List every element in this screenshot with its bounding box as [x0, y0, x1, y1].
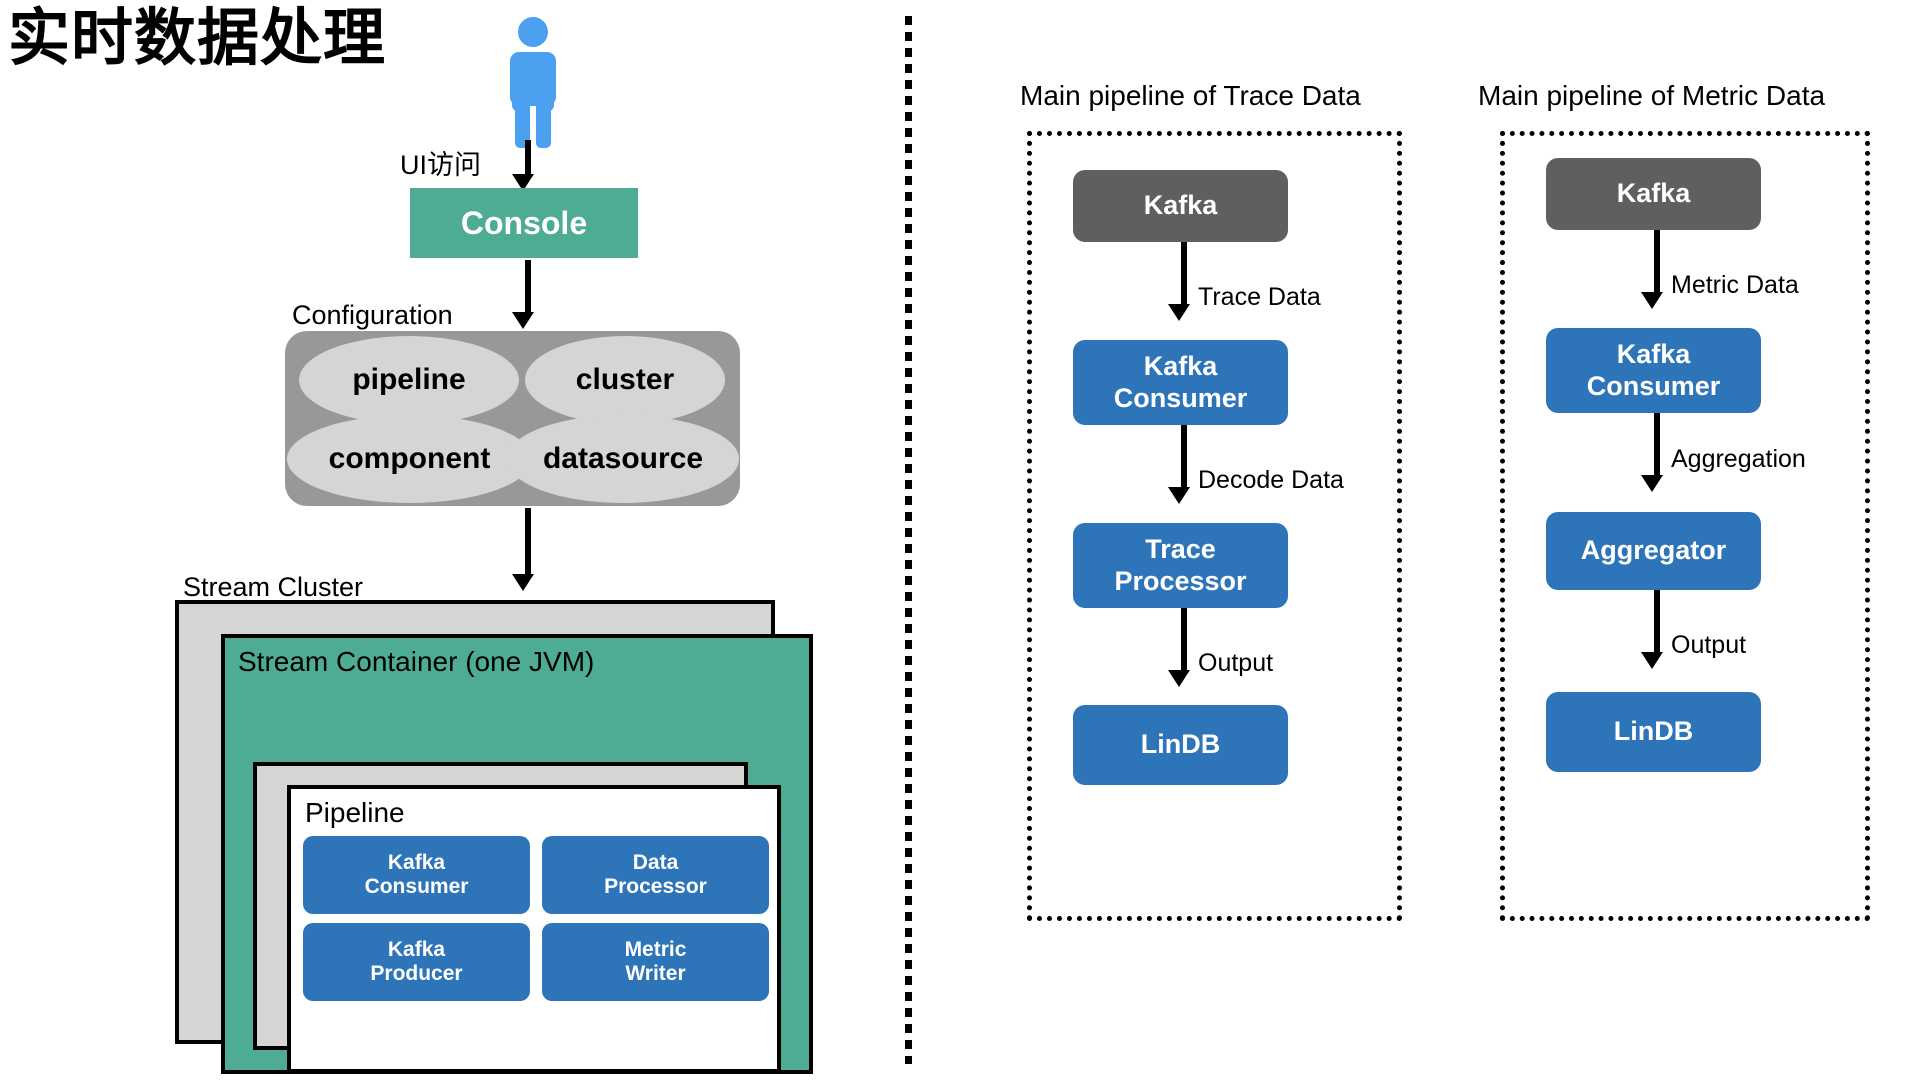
node-label-line1: LinDB [1613, 716, 1694, 747]
component-label-line2: Producer [370, 962, 463, 985]
pipeline-component-data-processor[interactable]: Data Processor [542, 836, 769, 914]
person-icon [510, 17, 556, 148]
metric-node-kafka-consumer[interactable]: Kafka Consumer [1546, 328, 1761, 413]
node-label-line2: Consumer [1586, 370, 1721, 401]
node-label-line1: Kafka [1143, 190, 1218, 221]
console-label: Console [460, 204, 588, 241]
config-item-cluster[interactable]: cluster [525, 336, 725, 424]
metric-arrow-3 [1641, 590, 1663, 669]
component-label-line2: Processor [604, 875, 707, 898]
component-label-line2: Consumer [364, 875, 469, 898]
node-label-line1: Kafka [1143, 351, 1218, 382]
metric-edge-label-3: Output [1671, 631, 1747, 659]
metric-arrow-1 [1641, 230, 1663, 309]
pipeline-component-kafka-producer[interactable]: Kafka Producer [303, 923, 530, 1001]
trace-node-kafka[interactable]: Kafka [1073, 170, 1288, 242]
component-label-line1: Kafka [387, 937, 446, 961]
trace-node-lindb[interactable]: LinDB [1073, 705, 1288, 785]
trace-panel-box [1027, 131, 1402, 921]
node-label-line1: Kafka [1616, 339, 1691, 370]
configuration-container: pipeline cluster component datasource [285, 331, 740, 506]
metric-arrow-2 [1641, 413, 1663, 492]
metric-node-kafka[interactable]: Kafka [1546, 158, 1761, 230]
component-label-line1: Metric [624, 937, 687, 961]
metric-node-aggregator[interactable]: Aggregator [1546, 512, 1761, 590]
trace-arrow-3 [1168, 608, 1190, 687]
console-box[interactable]: Console [410, 188, 638, 258]
vertical-dotted-divider [905, 16, 912, 1064]
metric-panel-box [1500, 131, 1870, 921]
arrow-configuration-to-stream-cluster [512, 508, 534, 591]
trace-node-trace-processor[interactable]: Trace Processor [1073, 523, 1288, 608]
metric-node-lindb[interactable]: LinDB [1546, 692, 1761, 772]
page-title: 实时数据处理 [8, 4, 387, 73]
trace-panel-title: Main pipeline of Trace Data [1020, 80, 1361, 111]
stream-container-label: Stream Container (one JVM) [238, 646, 595, 677]
stream-cluster-label: Stream Cluster [183, 572, 364, 602]
metric-edge-label-2: Aggregation [1671, 445, 1806, 473]
trace-edge-label-2: Decode Data [1198, 466, 1344, 494]
trace-arrow-1 [1168, 242, 1190, 321]
node-label-line1: Kafka [1616, 178, 1691, 209]
node-label-line1: LinDB [1140, 729, 1221, 760]
trace-arrow-2 [1168, 425, 1190, 504]
metric-edge-label-1: Metric Data [1671, 271, 1799, 299]
config-item-component[interactable]: component [287, 415, 532, 503]
config-item-datasource[interactable]: datasource [507, 415, 739, 503]
trace-node-kafka-consumer[interactable]: Kafka Consumer [1073, 340, 1288, 425]
arrow-person-to-console [512, 140, 534, 191]
component-label-line2: Writer [625, 962, 686, 985]
pipeline-label: Pipeline [305, 797, 405, 828]
config-item-pipeline[interactable]: pipeline [299, 336, 519, 424]
metric-panel-title: Main pipeline of Metric Data [1478, 80, 1826, 111]
trace-edge-label-3: Output [1198, 649, 1274, 677]
pipeline-component-kafka-consumer[interactable]: Kafka Consumer [303, 836, 530, 914]
node-label-line1: Trace [1145, 534, 1216, 565]
component-label-line1: Data [632, 850, 679, 874]
pipeline-component-metric-writer[interactable]: Metric Writer [542, 923, 769, 1001]
pipeline-components-grid: Kafka Consumer Data Processor Kafka Prod… [303, 836, 769, 1001]
configuration-label: Configuration [292, 300, 453, 330]
node-label-line2: Processor [1114, 565, 1247, 596]
arrow-console-to-configuration [512, 260, 534, 329]
node-label-line1: Aggregator [1580, 535, 1727, 566]
ui-access-label: UI访问 [400, 150, 481, 180]
trace-edge-label-1: Trace Data [1198, 283, 1321, 311]
component-label-line1: Kafka [387, 850, 446, 874]
node-label-line2: Consumer [1113, 382, 1248, 413]
